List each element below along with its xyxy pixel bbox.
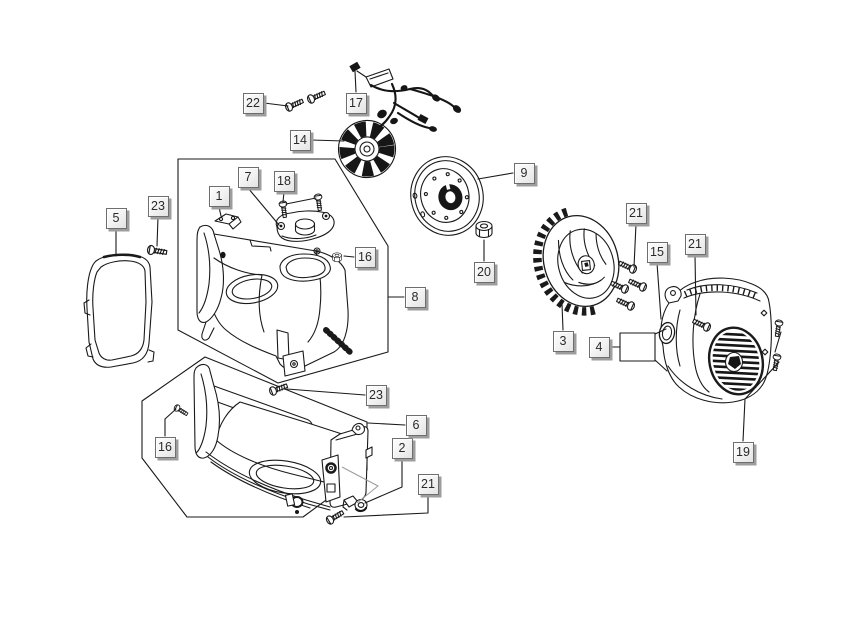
callout-16a[interactable]: 16 <box>354 246 376 268</box>
callout-21b[interactable]: 21 <box>684 233 706 255</box>
leader-line-19 <box>742 361 780 442</box>
leader-line-21c <box>343 494 429 518</box>
callout-23a[interactable]: 23 <box>147 195 169 217</box>
callout-7[interactable]: 7 <box>237 166 259 188</box>
leader-line-23b <box>286 388 366 396</box>
group-8-boundary <box>177 158 389 384</box>
leader-line-18 <box>285 197 317 205</box>
leader-line-16b <box>164 408 177 437</box>
callout-19[interactable]: 19 <box>732 441 754 463</box>
callout-18[interactable]: 18 <box>273 170 295 192</box>
leader-line-21b <box>694 254 697 316</box>
callout-21a[interactable]: 21 <box>625 202 647 224</box>
callout-9[interactable]: 9 <box>513 162 535 184</box>
screw-21-cluster-2 <box>626 276 649 293</box>
callout-6[interactable]: 6 <box>405 414 427 436</box>
leader-line-7 <box>247 187 280 226</box>
callout-14[interactable]: 14 <box>289 129 311 151</box>
callout-23b[interactable]: 23 <box>365 384 387 406</box>
screw-21-cluster-4 <box>614 295 637 312</box>
leader-line-21a <box>633 223 637 268</box>
part-wiring-harness <box>349 61 462 132</box>
part-stator <box>337 119 397 179</box>
leader-line-14 <box>310 139 345 142</box>
screw-22-a <box>283 96 306 113</box>
part-upper-shroud <box>196 224 353 377</box>
reference-shapes <box>619 332 656 362</box>
nut-16-a <box>332 252 342 263</box>
part-cooling-fan <box>533 207 620 316</box>
leader-line-23a <box>156 216 159 247</box>
callout-4-reference-box <box>619 332 656 362</box>
leader-line-2 <box>364 458 403 504</box>
leader-line-4 <box>654 359 668 372</box>
callout-21c[interactable]: 21 <box>417 473 439 495</box>
part-cable-clamp <box>342 495 368 513</box>
callout-17[interactable]: 17 <box>345 92 367 114</box>
screw-18-b <box>313 193 325 212</box>
screw-21-bottom <box>324 508 346 526</box>
leader-line-22 <box>263 102 289 107</box>
part-lower-shroud <box>193 363 373 514</box>
screw-21-cluster-3 <box>608 278 631 295</box>
callout-16b[interactable]: 16 <box>154 436 176 458</box>
leader-line-17 <box>354 70 357 93</box>
leader-line-1 <box>218 206 222 217</box>
callout-2[interactable]: 2 <box>391 437 413 459</box>
clamp-position-hint-lines <box>341 466 379 504</box>
callout-8[interactable]: 8 <box>404 286 426 308</box>
callout-15[interactable]: 15 <box>646 241 668 263</box>
callout-5[interactable]: 5 <box>105 207 127 229</box>
leader-line-15 <box>656 262 662 320</box>
callout-1[interactable]: 1 <box>208 185 230 207</box>
screw-19-a <box>772 318 784 338</box>
part-flywheel <box>410 156 484 236</box>
part-retainer-bracket <box>214 213 242 230</box>
callout-22[interactable]: 22 <box>242 92 264 114</box>
leader-line-4 <box>654 328 667 335</box>
screw-23-a <box>146 244 168 258</box>
leader-line-9 <box>477 172 514 180</box>
leader-line-6 <box>367 422 406 426</box>
screw-16-b <box>172 403 190 418</box>
part-breather-cover <box>275 210 335 242</box>
callout-4[interactable]: 4 <box>588 336 610 358</box>
leader-line-3 <box>561 303 564 331</box>
leader-line-16a <box>343 255 355 258</box>
leader-lines <box>115 70 780 518</box>
part-gasket <box>83 253 155 368</box>
part-fan-cover <box>658 277 782 404</box>
screw-22-b <box>305 88 328 105</box>
callout-3[interactable]: 3 <box>552 330 574 352</box>
callout-20[interactable]: 20 <box>473 261 495 283</box>
leader-line-18 <box>282 191 285 203</box>
part-flywheel-nut <box>475 220 493 239</box>
